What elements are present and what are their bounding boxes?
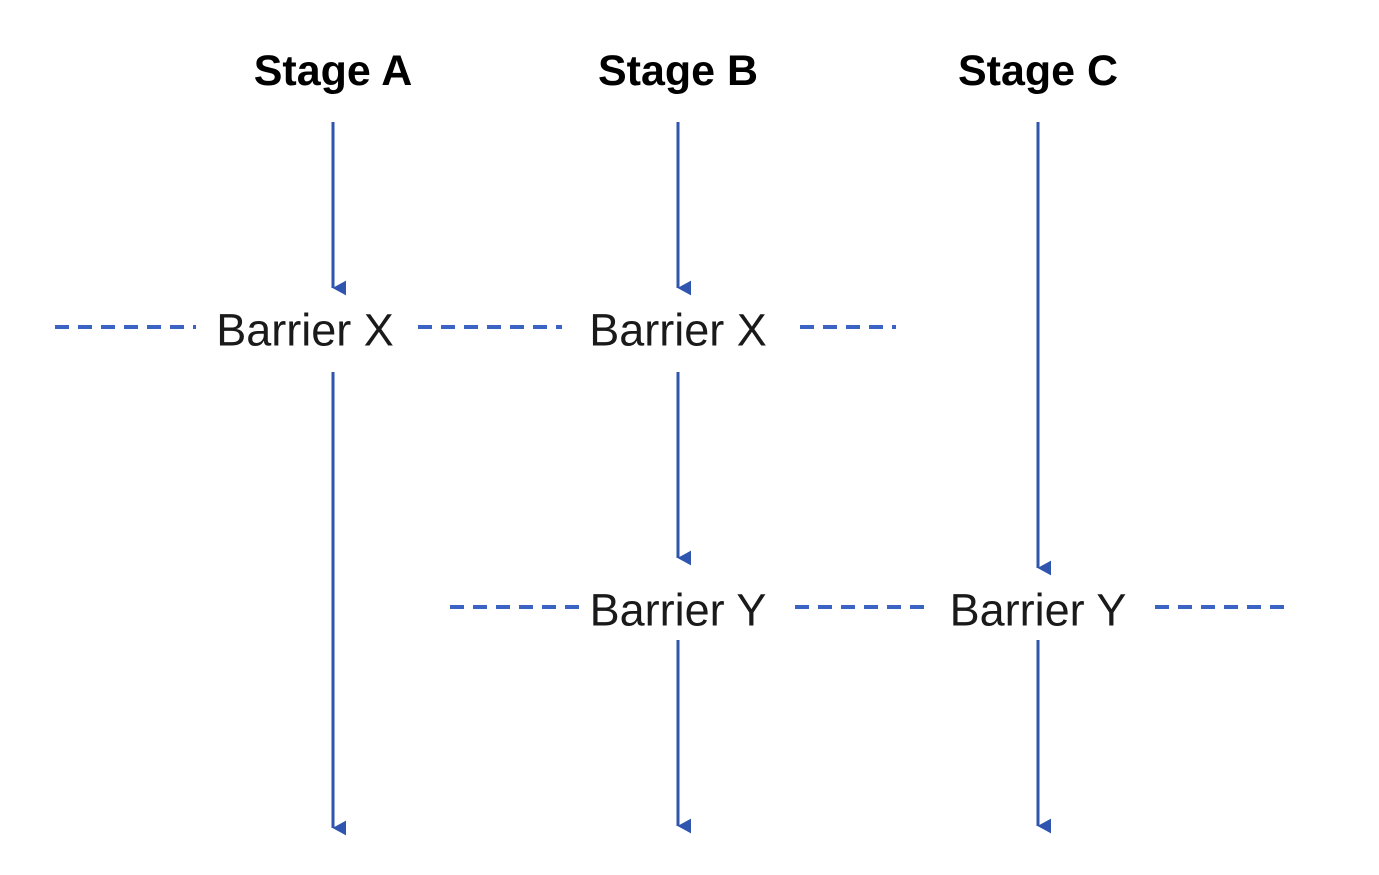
stage-header-stage-a: Stage A bbox=[253, 47, 413, 95]
dashed-link-layer bbox=[55, 325, 1292, 609]
barrier-label-stage-b-x: Barrier X bbox=[579, 307, 777, 353]
barrier-label-stage-b-y: Barrier Y bbox=[579, 587, 777, 633]
barrier-label-stage-c-y: Barrier Y bbox=[939, 587, 1137, 633]
barrier-label-stage-a-x: Barrier X bbox=[206, 307, 404, 353]
stage-header-stage-c: Stage C bbox=[957, 47, 1119, 95]
stage-header-stage-b: Stage B bbox=[597, 47, 759, 95]
arrow-layer bbox=[331, 122, 1052, 836]
